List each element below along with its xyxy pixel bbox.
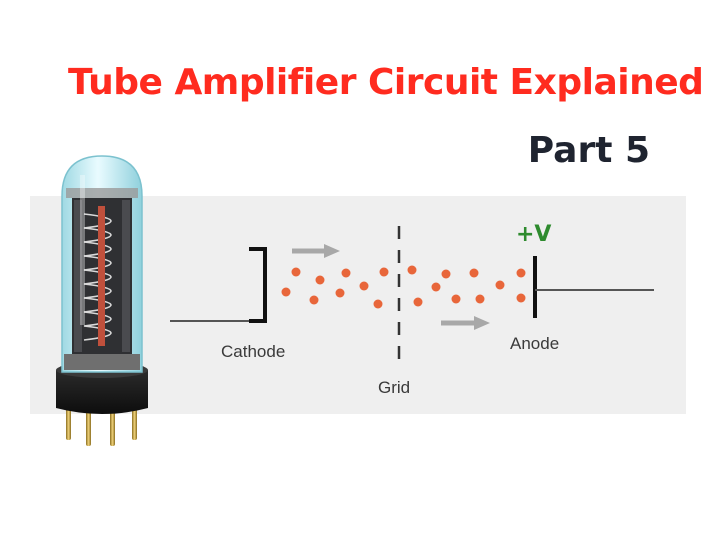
arrow-right-icon bbox=[441, 316, 490, 330]
vacuum-tube-icon bbox=[56, 155, 148, 446]
page-subtitle: Part 5 bbox=[527, 130, 650, 171]
page-title: Tube Amplifier Circuit Explained bbox=[68, 62, 704, 103]
electron bbox=[441, 269, 451, 279]
electron bbox=[431, 282, 441, 292]
electron bbox=[335, 288, 345, 298]
electron bbox=[373, 299, 383, 309]
electron bbox=[379, 267, 389, 277]
arrow-right-icon bbox=[292, 244, 340, 258]
electron bbox=[451, 294, 461, 304]
electron bbox=[413, 297, 423, 307]
electron bbox=[516, 268, 526, 278]
electron bbox=[341, 268, 351, 278]
electron bbox=[516, 293, 526, 303]
anode-label: Anode bbox=[510, 334, 560, 353]
electron bbox=[309, 295, 319, 305]
electron bbox=[315, 275, 325, 285]
tube-cathode bbox=[98, 206, 105, 346]
tube-pins bbox=[66, 408, 137, 446]
anode-voltage-label: +V bbox=[516, 222, 552, 247]
electron bbox=[495, 280, 505, 290]
electron bbox=[359, 281, 369, 291]
tube-grid-coil bbox=[83, 213, 112, 341]
electron bbox=[291, 267, 301, 277]
cathode-bracket bbox=[249, 247, 267, 323]
cathode-label: Cathode bbox=[221, 342, 286, 361]
tube-base bbox=[56, 370, 148, 414]
electron bbox=[407, 265, 417, 275]
grid-label: Grid bbox=[378, 378, 411, 397]
electron bbox=[281, 287, 291, 297]
electron bbox=[469, 268, 479, 278]
electron-stream bbox=[281, 265, 526, 309]
electron bbox=[475, 294, 485, 304]
